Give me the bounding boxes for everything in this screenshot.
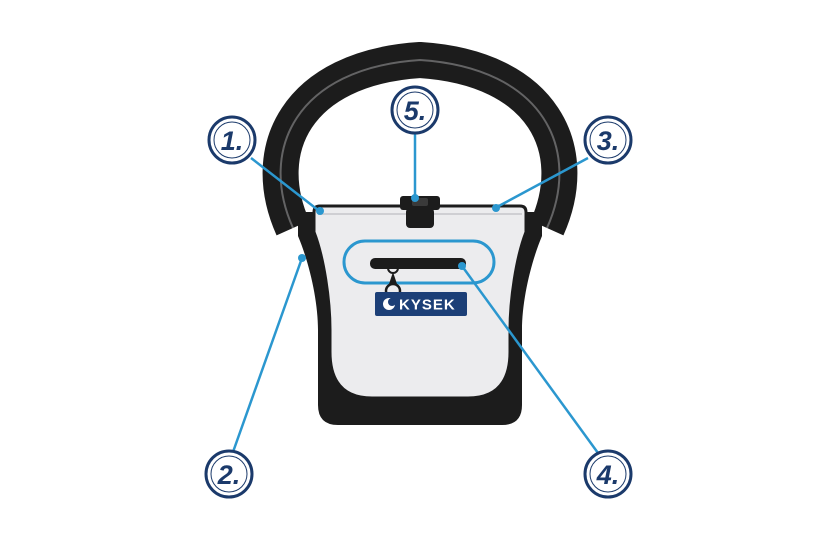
top-buckle [400,196,440,228]
leader-line-4 [460,265,600,454]
pocket-zipper [370,258,466,269]
leader-lines [231,133,600,454]
callout-2: 2. [204,449,254,499]
leader-line-2 [231,257,304,453]
endpoint-4 [458,262,466,270]
callout-5: 5. [390,85,440,135]
leader-line-3 [496,156,589,209]
endpoint-5 [411,194,419,202]
endpoint-2 [298,254,306,262]
callout-1: 1. [207,115,257,165]
callout-5-label: 5. [404,96,427,126]
leader-endpoints [298,194,500,270]
callout-4: 4. [583,449,633,499]
endpoint-3 [492,204,500,212]
brand-logo-text: KYSEK [399,297,456,314]
brand-logo: KYSEK [375,292,467,316]
logo-mark-icon [383,298,396,310]
callout-3: 3. [583,115,633,165]
leader-line-1 [250,157,319,211]
callout-2-label: 2. [217,460,241,490]
front-pocket-outline [342,239,496,285]
callout-3-label: 3. [597,126,620,156]
shoulder-strap [262,42,578,236]
callout-1-label: 1. [221,126,244,156]
callout-4-label: 4. [596,460,620,490]
shoulder-strap-inner [279,58,561,229]
endpoint-1 [316,207,324,215]
